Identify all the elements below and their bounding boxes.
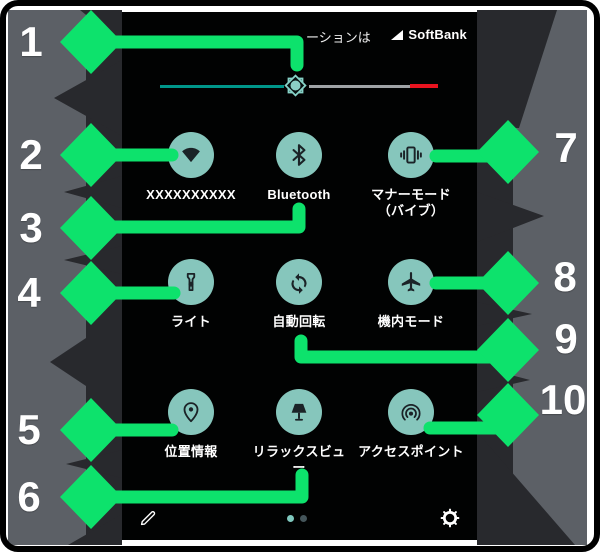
vibrate-icon	[400, 146, 422, 164]
tile-light[interactable]: ライト	[136, 259, 246, 330]
brightness-track-end-red	[410, 84, 438, 88]
callout-number-1: 1	[19, 18, 43, 65]
callout-number-10: 10	[539, 376, 587, 423]
tile-airplane-mode[interactable]: 機内モード	[356, 259, 466, 330]
airplane-icon	[401, 272, 421, 292]
carrier-signal-triangle-icon	[391, 29, 404, 40]
tile-location[interactable]: 位置情報	[136, 389, 246, 460]
hotspot-icon	[401, 404, 421, 421]
callout-number-8: 8	[553, 253, 577, 300]
lamp-icon	[291, 403, 307, 421]
callout-number-9: 9	[554, 315, 578, 362]
edit-button[interactable]	[137, 507, 159, 529]
tile-label: 機内モード	[377, 314, 445, 329]
callout-number-6: 6	[17, 473, 41, 520]
wifi-icon	[182, 147, 200, 163]
callout-number-4: 4	[17, 269, 41, 316]
tile-label: XXXXXXXXXX	[146, 187, 236, 202]
status-notification-text: ーションは	[306, 30, 371, 45]
brightness-thumb[interactable]	[282, 72, 309, 99]
tile-label: 位置情報	[164, 444, 218, 459]
tile-bluetooth[interactable]: Bluetooth	[244, 132, 354, 203]
callout-number-2: 2	[19, 131, 43, 178]
brightness-track-filled[interactable]	[160, 85, 284, 88]
carrier-indicator: SoftBank	[391, 27, 467, 42]
pencil-icon	[140, 511, 156, 526]
tile-manner-mode[interactable]: マナーモード（バイブ）	[356, 132, 466, 219]
tile-relax-view[interactable]: リラックスビュー	[244, 389, 354, 476]
flashlight-icon	[186, 272, 196, 292]
tile-label: マナーモード	[371, 187, 451, 202]
brightness-icon	[284, 74, 307, 97]
callout-number-5: 5	[17, 406, 41, 453]
tile-wifi[interactable]: XXXXXXXXXX	[136, 132, 246, 203]
callout-number-3: 3	[19, 204, 43, 251]
tile-label: 自動回転	[272, 314, 326, 329]
tile-label: ライト	[171, 314, 211, 329]
tile-label: Bluetooth	[267, 187, 331, 202]
gear-icon	[440, 508, 460, 528]
page-dot-inactive	[300, 515, 307, 522]
tile-auto-rotate[interactable]: 自動回転	[244, 259, 354, 330]
tile-label: アクセスポイント	[358, 444, 464, 459]
callout-number-7: 7	[554, 124, 578, 171]
tile-label: リラックスビュ	[252, 444, 346, 459]
page-dot-active	[287, 515, 294, 522]
settings-button[interactable]	[439, 507, 461, 529]
brightness-track-empty[interactable]	[309, 85, 410, 88]
bluetooth-icon	[292, 144, 306, 166]
page-indicator	[287, 515, 307, 522]
location-pin-icon	[183, 402, 199, 423]
tile-access-point[interactable]: アクセスポイント	[356, 389, 466, 460]
rotate-icon	[291, 273, 307, 294]
carrier-name: SoftBank	[408, 27, 467, 42]
phone-screenshot: ーションは SoftBank XXXXXXXXXX Bluetooth	[122, 12, 477, 540]
